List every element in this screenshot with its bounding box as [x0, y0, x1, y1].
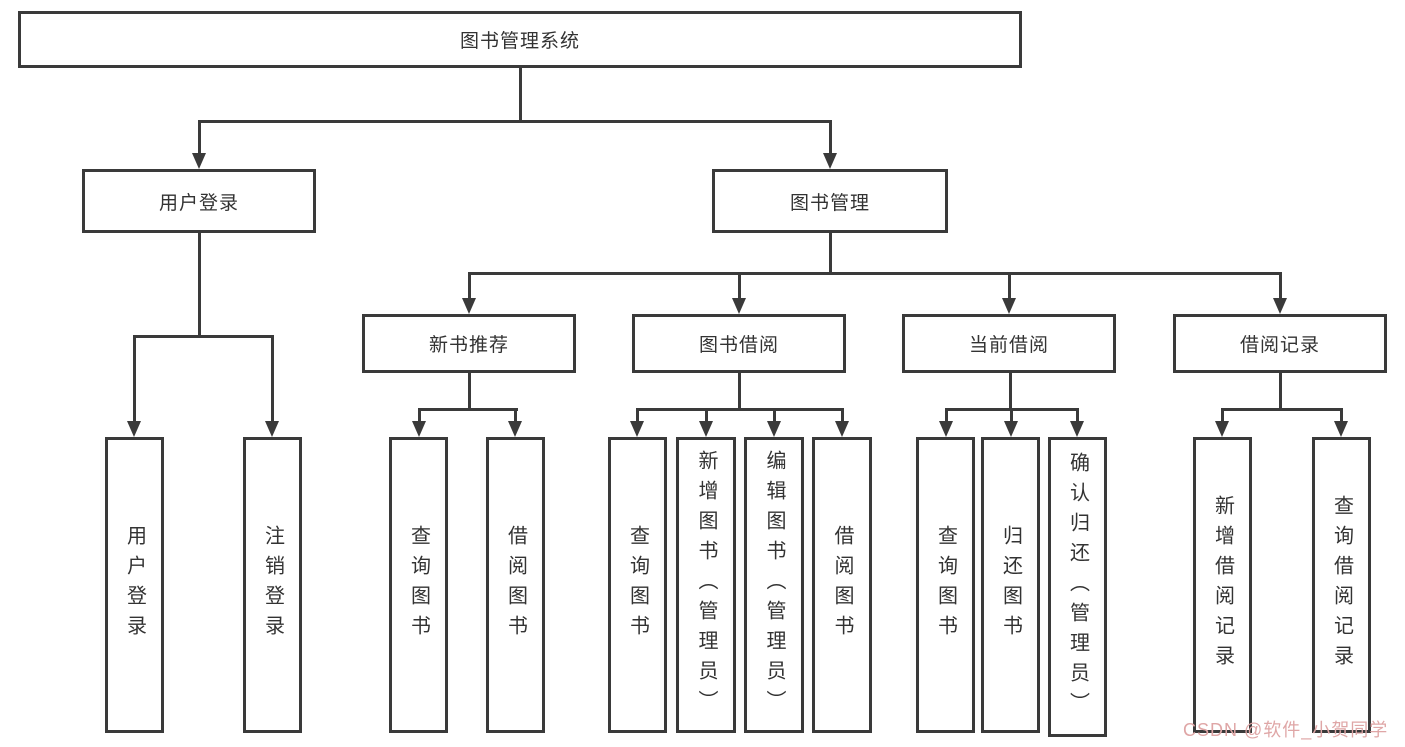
arrow-down-icon — [630, 421, 644, 437]
node-book-management: 图书管理 — [712, 169, 948, 233]
arrow-down-icon — [822, 153, 837, 169]
connector — [467, 373, 471, 408]
node-current-borrowing: 当前借阅 — [902, 314, 1116, 373]
connector — [197, 120, 832, 123]
arrow-down-icon — [766, 421, 781, 437]
leaf-user-login: 用户登录 — [105, 437, 164, 733]
leaf-query-borrow-record: 查询借阅记录 — [1312, 437, 1371, 733]
leaf-add-books-admin: 新增图书（管理员） — [676, 437, 736, 733]
leaf-label: 借阅图书 — [504, 525, 527, 645]
connector — [133, 335, 274, 338]
leaf-label: 查询图书 — [934, 525, 957, 645]
connector — [197, 120, 201, 156]
arrow-down-icon — [1272, 298, 1287, 314]
connector — [197, 233, 201, 335]
leaf-borrow-books-recommend: 借阅图书 — [486, 437, 545, 733]
arrow-down-icon — [731, 298, 746, 314]
connector — [1008, 373, 1012, 408]
arrow-down-icon — [1070, 421, 1084, 437]
leaf-confirm-return-admin: 确认归还（管理员） — [1048, 437, 1107, 737]
arrow-down-icon — [265, 421, 279, 437]
leaf-label: 归还图书 — [999, 525, 1022, 645]
leaf-label: 注销登录 — [261, 525, 284, 645]
connector — [840, 408, 844, 422]
leaf-label: 编辑图书（管理员） — [763, 450, 785, 720]
connector — [772, 408, 776, 422]
node-label: 借阅记录 — [1239, 335, 1320, 356]
connector — [944, 408, 948, 422]
csdn-watermark: CSDN @软件_小贺同学 — [1183, 720, 1389, 740]
leaf-label: 查询图书 — [407, 525, 430, 645]
arrow-down-icon — [508, 421, 522, 437]
leaf-label: 新增图书（管理员） — [695, 450, 717, 720]
arrow-down-icon — [938, 421, 953, 437]
arrow-down-icon — [834, 421, 849, 437]
leaf-label: 查询图书 — [626, 525, 649, 645]
connector — [737, 373, 741, 408]
node-label: 图书管理 — [789, 192, 870, 214]
connector — [467, 272, 1282, 275]
connector — [1340, 408, 1343, 422]
connector — [1007, 272, 1011, 299]
connector — [704, 408, 708, 422]
arrow-down-icon — [698, 421, 713, 437]
arrow-down-icon — [461, 298, 476, 314]
connector — [1278, 272, 1282, 299]
node-label: 图书管理系统 — [459, 31, 580, 52]
connector — [636, 408, 639, 422]
connector — [133, 335, 136, 421]
connector — [828, 233, 832, 272]
node-user-login: 用户登录 — [82, 169, 316, 233]
leaf-label: 确认归还（管理员） — [1066, 452, 1089, 722]
node-label: 用户登录 — [158, 192, 239, 214]
arrow-down-icon — [411, 421, 426, 437]
leaf-query-books-borrowing: 查询图书 — [608, 437, 667, 733]
leaf-add-borrow-record: 新增借阅记录 — [1193, 437, 1252, 733]
connector — [636, 408, 843, 411]
node-label: 新书推荐 — [428, 335, 509, 356]
node-label: 当前借阅 — [968, 335, 1049, 356]
connector — [518, 68, 522, 122]
leaf-label: 查询借阅记录 — [1330, 495, 1353, 675]
connector — [1221, 408, 1224, 422]
arrow-down-icon — [1001, 298, 1016, 314]
connector — [828, 120, 832, 156]
connector — [417, 408, 518, 411]
node-label: 图书借阅 — [698, 335, 779, 356]
leaf-borrow-books: 借阅图书 — [812, 437, 872, 733]
leaf-label: 借阅图书 — [831, 525, 853, 645]
connector — [514, 408, 517, 422]
leaf-label: 新增借阅记录 — [1211, 495, 1234, 675]
connector — [467, 272, 471, 299]
connector — [737, 272, 741, 299]
node-book-borrowing: 图书借阅 — [632, 314, 846, 373]
leaf-label: 用户登录 — [123, 525, 146, 645]
leaf-query-books-current: 查询图书 — [916, 437, 975, 733]
connector — [1009, 408, 1013, 422]
leaf-edit-books-admin: 编辑图书（管理员） — [744, 437, 804, 733]
connector — [1076, 408, 1079, 422]
arrow-down-icon — [1003, 421, 1018, 437]
leaf-logout: 注销登录 — [243, 437, 302, 733]
connector — [1221, 408, 1343, 411]
arrow-down-icon — [191, 153, 206, 169]
node-root-library-system: 图书管理系统 — [18, 11, 1022, 68]
leaf-query-books-recommend: 查询图书 — [389, 437, 448, 733]
leaf-return-books: 归还图书 — [981, 437, 1040, 733]
connector — [271, 335, 274, 421]
arrow-down-icon — [1215, 421, 1229, 437]
arrow-down-icon — [1334, 421, 1348, 437]
connector — [1278, 373, 1282, 408]
node-borrowing-records: 借阅记录 — [1173, 314, 1387, 373]
arrow-down-icon — [127, 421, 141, 437]
connector — [417, 408, 421, 422]
node-new-book-recommend: 新书推荐 — [362, 314, 576, 373]
